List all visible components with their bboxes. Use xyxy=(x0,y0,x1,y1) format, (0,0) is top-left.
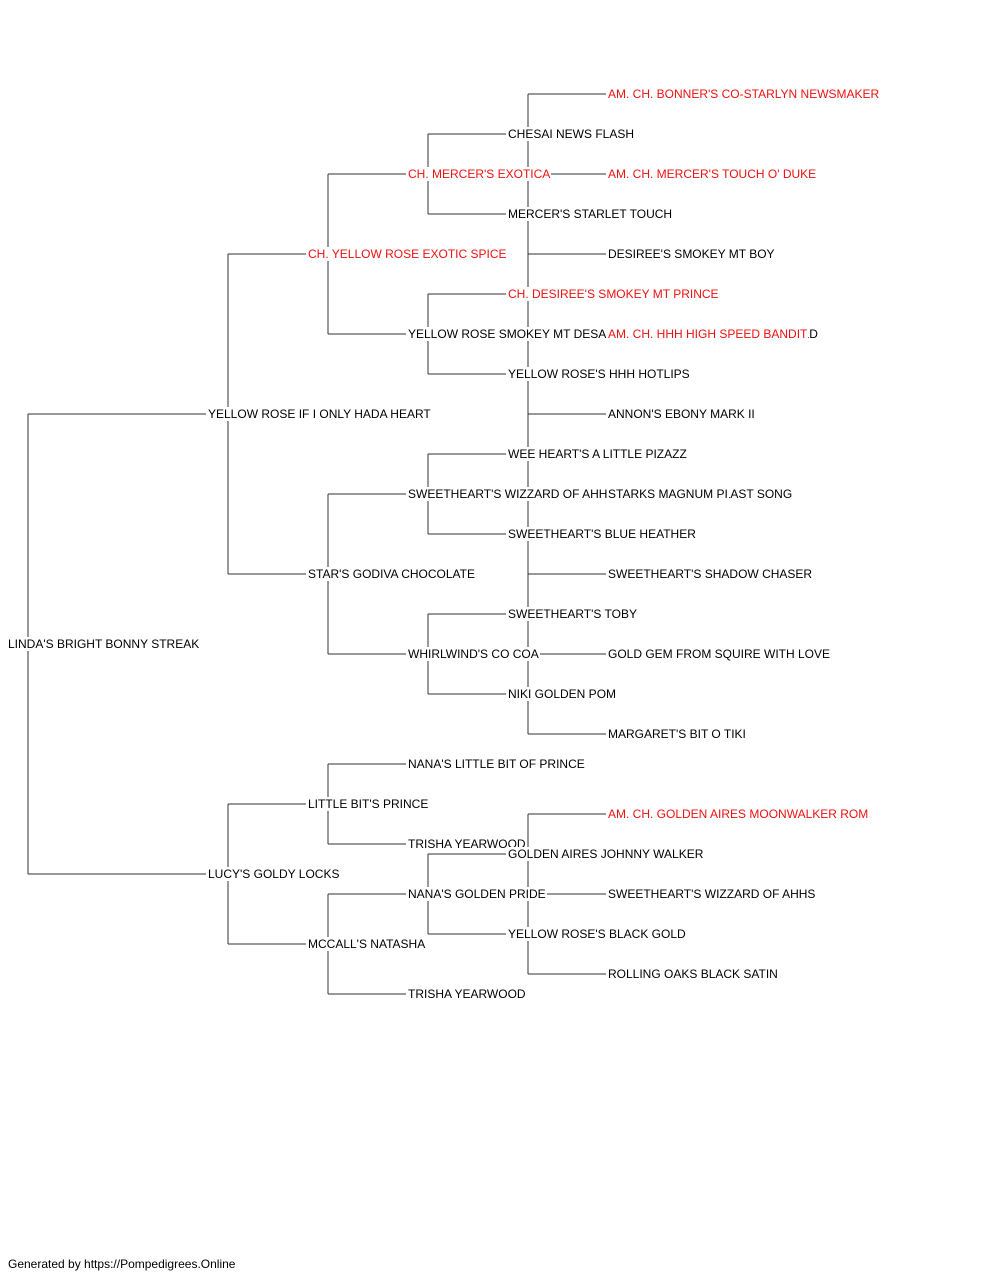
ancestor-name: MCCALL'S NATASHA xyxy=(307,937,427,951)
ancestor-name: SWEETHEART'S BLUE HEATHER xyxy=(507,527,697,541)
ancestor-name: YELLOW ROSE'S HHH HOTLIPS xyxy=(507,367,691,381)
ancestor-name: YELLOW ROSE'S BLACK GOLD xyxy=(507,927,687,941)
ancestor-name: YELLOW ROSE IF I ONLY HADA HEART xyxy=(207,407,432,421)
ancestor-name: CHESAI NEWS FLASH xyxy=(507,127,636,141)
ancestor-name: NANA'S GOLDEN PRIDE xyxy=(407,887,547,901)
ancestor-name: WEE HEART'S A LITTLE PIZAZZ xyxy=(507,447,688,461)
ancestor-name: MARGARET'S BIT O TIKI xyxy=(607,727,747,741)
ancestor-name: SWEETHEART'S TOBY xyxy=(507,607,638,621)
ancestor-name: STARKS MAGNUM PI xyxy=(607,487,729,501)
subject-dog-name: LINDA'S BRIGHT BONNY STREAK xyxy=(7,637,201,651)
ancestor-name: CH. YELLOW ROSE EXOTIC SPICE xyxy=(307,247,508,261)
ancestor-name: TRISHA YEARWOOD xyxy=(407,837,527,851)
ancestor-name: DESIREE'S SMOKEY MT BOY xyxy=(607,247,776,261)
ancestor-name: MERCER'S STARLET TOUCH xyxy=(507,207,674,221)
ancestor-name: ANNON'S EBONY MARK II xyxy=(607,407,756,421)
footer-credit: Generated by https://Pompedigrees.Online xyxy=(8,1257,236,1271)
ancestor-name: SWEETHEART'S SHADOW CHASER xyxy=(607,567,814,581)
ancestor-name: LITTLE BIT'S PRINCE xyxy=(307,797,430,811)
ancestor-name: NIKI GOLDEN POM xyxy=(507,687,618,701)
ancestor-name: SWEETHEART'S WIZZARD OF AHHS xyxy=(407,487,617,501)
ancestor-name: TRISHA YEARWOOD xyxy=(407,987,527,1001)
ancestor-name: STAR'S GODIVA CHOCOLATE xyxy=(307,567,476,581)
ancestor-name: ROLLING OAKS BLACK SATIN xyxy=(607,967,779,981)
ancestor-name: GOLD GEM FROM SQUIRE WITH LOVE xyxy=(607,647,832,661)
ancestor-name: AM. CH. BONNER'S CO-STARLYN NEWSMAKER xyxy=(607,87,881,101)
ancestor-name: YELLOW ROSE SMOKEY MT DESAREE xyxy=(407,327,632,341)
ancestor-name: WHIRLWIND'S CO COA xyxy=(407,647,540,661)
ancestor-name: AM. CH. HHH HIGH SPEED BANDIT xyxy=(607,327,809,341)
ancestor-name: CH. MERCER'S EXOTICA xyxy=(407,167,552,181)
ancestor-name: CH. DESIREE'S SMOKEY MT PRINCE xyxy=(507,287,720,301)
ancestor-name: AM. CH. MERCER'S TOUCH O' DUKE xyxy=(607,167,818,181)
ancestor-name: AM. CH. GOLDEN AIRES MOONWALKER ROM xyxy=(607,807,870,821)
ancestor-name: SWEETHEART'S WIZZARD OF AHHS xyxy=(607,887,817,901)
ancestor-name: NANA'S LITTLE BIT OF PRINCE xyxy=(407,757,586,771)
ancestor-name: GOLDEN AIRES JOHNNY WALKER xyxy=(507,847,705,861)
ancestor-name: LUCY'S GOLDY LOCKS xyxy=(207,867,341,881)
